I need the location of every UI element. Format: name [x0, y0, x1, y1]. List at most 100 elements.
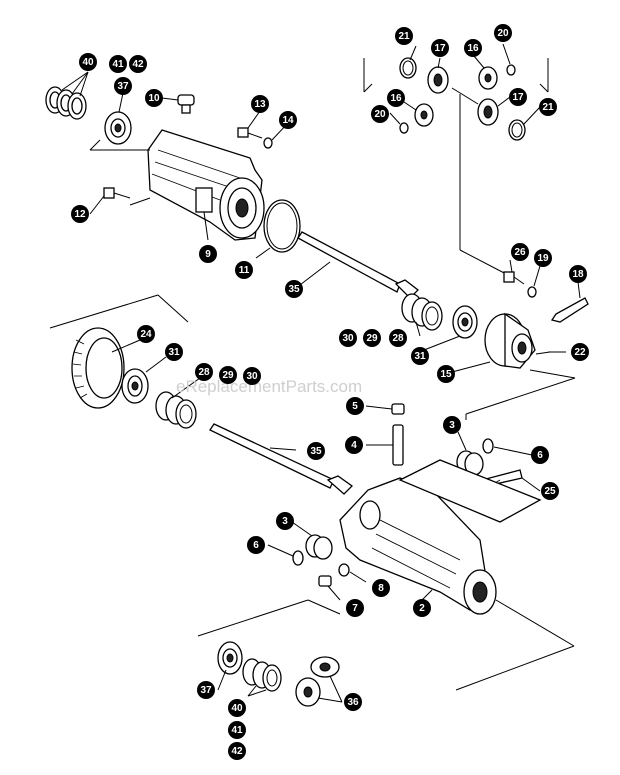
callout-circle	[344, 693, 362, 711]
callout-31: 31	[411, 347, 429, 365]
callout-number: 30	[342, 333, 354, 344]
callout-30: 30	[243, 367, 261, 385]
callout-circle	[346, 599, 364, 617]
callout-number: 35	[288, 284, 300, 295]
callout-41: 41	[109, 55, 127, 73]
bearing-upper	[104, 111, 132, 145]
bolt-13	[237, 127, 263, 139]
axle-housing-2	[339, 459, 542, 615]
callout-circle	[431, 39, 449, 57]
callout-29: 29	[219, 366, 237, 384]
callout-number: 37	[117, 81, 129, 92]
callout-circle	[228, 721, 246, 739]
callout-number: 17	[434, 43, 446, 54]
callout-25: 25	[541, 482, 559, 500]
callout-circle	[199, 245, 217, 263]
callout-5: 5	[346, 397, 364, 415]
callout-24: 24	[137, 325, 155, 343]
callout-number: 13	[254, 99, 266, 110]
callout-number: 41	[112, 59, 124, 70]
callout-circle	[411, 347, 429, 365]
callout-13: 13	[251, 95, 269, 113]
callout-number: 26	[514, 247, 526, 258]
callout-number: 20	[374, 109, 386, 120]
callout-17: 17	[509, 88, 527, 106]
callout-10: 10	[145, 89, 163, 107]
cross-shaft-18	[550, 297, 589, 323]
callout-18: 18	[569, 265, 587, 283]
callout-number: 24	[140, 329, 152, 340]
o-ring	[263, 199, 301, 253]
seal-rings-28-lower	[155, 391, 197, 429]
callout-circle	[195, 363, 213, 381]
callout-circle	[339, 329, 357, 347]
callout-circle	[345, 436, 363, 454]
callout-circle	[395, 27, 413, 45]
differential-gears-group	[363, 43, 549, 276]
callout-circle	[387, 89, 405, 107]
washer-20-upper	[506, 64, 516, 76]
callout-20: 20	[371, 105, 389, 123]
callout-circle	[114, 77, 132, 95]
callout-3: 3	[276, 512, 294, 530]
callout-16: 16	[464, 39, 482, 57]
callout-number: 3	[449, 420, 455, 431]
callout-number: 5	[352, 401, 358, 412]
upper-left-axle-group	[45, 71, 419, 299]
axle-housing-upper	[147, 129, 265, 241]
callout-circle	[541, 482, 559, 500]
bearing-37-lower	[217, 641, 243, 675]
callout-circle	[437, 365, 455, 383]
callout-3: 3	[443, 416, 461, 434]
pinion-16-upper	[478, 66, 498, 90]
callout-number: 9	[205, 249, 211, 260]
callout-number: 29	[222, 370, 234, 381]
callout-number: 25	[544, 486, 556, 497]
callout-number: 42	[231, 746, 243, 757]
callout-number: 15	[440, 369, 452, 380]
callout-35: 35	[307, 442, 325, 460]
callout-circle	[307, 442, 325, 460]
callout-circle	[129, 55, 147, 73]
callout-circle	[372, 579, 390, 597]
callout-number: 8	[378, 583, 384, 594]
differential-case-15	[484, 312, 536, 369]
callout-number: 2	[419, 603, 425, 614]
callout-30: 30	[339, 329, 357, 347]
callout-number: 6	[253, 540, 259, 551]
callout-28: 28	[195, 363, 213, 381]
callout-circle	[534, 249, 552, 267]
callout-40: 40	[228, 699, 246, 717]
callout-number: 18	[572, 269, 584, 280]
seal-rings-28	[401, 293, 443, 331]
callout-8: 8	[372, 579, 390, 597]
callout-circle	[165, 343, 183, 361]
bushing-3-right	[456, 450, 484, 476]
callout-circle	[509, 88, 527, 106]
callout-circle	[228, 699, 246, 717]
callout-6: 6	[531, 446, 549, 464]
callout-26: 26	[511, 243, 529, 261]
callout-circle	[569, 265, 587, 283]
callout-number: 22	[574, 347, 586, 358]
callout-circle	[247, 536, 265, 554]
plug-5	[391, 403, 405, 415]
callout-number: 4	[351, 440, 357, 451]
ring-gear-24	[71, 327, 125, 409]
callout-circle	[389, 329, 407, 347]
washer-6-left	[292, 550, 304, 566]
pinion-gear-36-a	[310, 656, 340, 678]
callout-number: 42	[132, 59, 144, 70]
side-gear-17-upper	[427, 66, 449, 94]
side-gear-17-lower	[477, 98, 499, 126]
bolt-26	[503, 271, 525, 285]
callout-41: 41	[228, 721, 246, 739]
callout-12: 12	[71, 205, 89, 223]
callout-number: 16	[390, 93, 402, 104]
callout-14: 14	[279, 111, 297, 129]
callout-21: 21	[539, 98, 557, 116]
callout-35: 35	[285, 280, 303, 298]
callout-number: 40	[231, 703, 243, 714]
